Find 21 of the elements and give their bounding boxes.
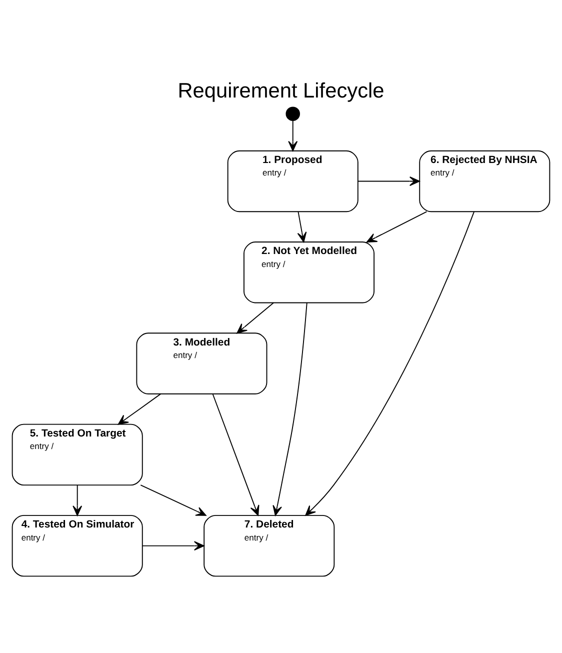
diagram-title: Requirement Lifecycle — [178, 79, 384, 102]
node-box: 1. Proposed entry / — [227, 150, 358, 212]
arrow — [118, 393, 162, 425]
node-box: 2. Not Yet Modelled entry / — [244, 242, 375, 304]
node-box: 7. Deleted entry / — [204, 514, 335, 577]
arrow — [305, 211, 475, 516]
node-box: 4. Tested On Simulator entry / — [12, 514, 143, 577]
arrow — [72, 484, 82, 516]
node-circle — [286, 106, 300, 121]
arrow — [366, 211, 428, 242]
arrow — [236, 302, 274, 334]
arrow — [142, 541, 204, 551]
arrow — [272, 302, 308, 516]
node-box: 5. Tested On Target entry / — [12, 424, 143, 486]
arrow — [297, 211, 307, 242]
arrow — [288, 120, 298, 152]
arrow — [140, 484, 206, 516]
node-box: 3. Modelled entry / — [136, 332, 268, 394]
arrow — [358, 176, 420, 186]
node-box: 6. Rejected By NHSIA entry / — [419, 150, 550, 212]
arrow — [212, 394, 260, 516]
